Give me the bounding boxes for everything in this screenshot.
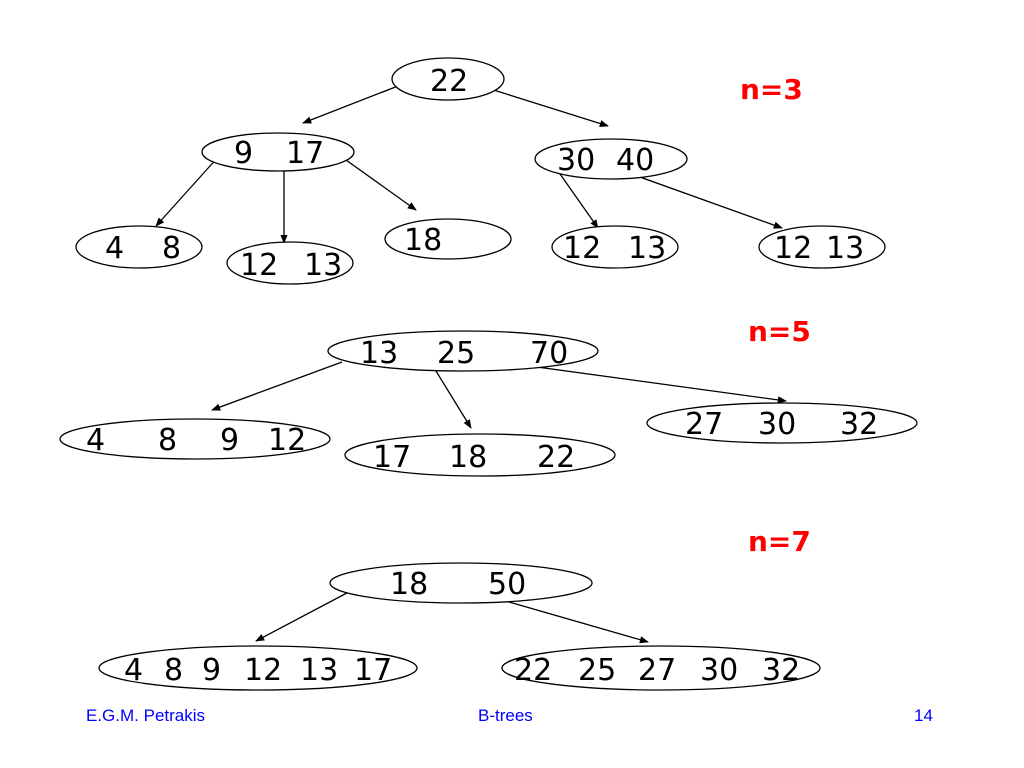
node-key: 4 bbox=[105, 231, 124, 266]
tree-node: 4 8 9 12 13 17 bbox=[98, 645, 418, 691]
node-key: 9 bbox=[234, 136, 253, 171]
tree-node: 4 8 bbox=[75, 225, 203, 269]
node-key: 40 bbox=[616, 143, 654, 178]
tree-node: 17 18 22 bbox=[344, 433, 616, 477]
node-key: 30 bbox=[557, 143, 595, 178]
tree-n5: n=5 13 25 70 4 8 9 12 17 18 22 27 30 32 bbox=[59, 315, 918, 477]
tree-node: 12 13 bbox=[226, 241, 354, 285]
node-key: 18 bbox=[390, 567, 428, 602]
tree-n3: n=3 22 9 17 30 40 4 8 bbox=[75, 57, 886, 285]
tree-n7: n=7 18 50 4 8 9 12 13 17 22 25 27 30 32 bbox=[98, 525, 821, 691]
footer-title: B-trees bbox=[478, 706, 533, 725]
node-key: 12 bbox=[268, 423, 306, 458]
edge-root-to-9-17 bbox=[302, 85, 399, 124]
node-key: 25 bbox=[437, 336, 475, 371]
tree-node: 12 13 bbox=[758, 225, 886, 269]
edge-18-50-to-left-leaf bbox=[255, 584, 363, 642]
tree-node: 13 25 70 bbox=[327, 330, 599, 372]
node-key: 13 bbox=[628, 231, 666, 266]
node-key: 70 bbox=[530, 336, 568, 371]
tree-node: 22 25 27 30 32 bbox=[501, 645, 821, 691]
tree-node: 9 17 bbox=[201, 132, 355, 172]
node-key: 9 bbox=[202, 653, 221, 688]
tree-node: 22 bbox=[391, 57, 505, 101]
edge-30-40-to-left-12-13 bbox=[552, 163, 599, 229]
node-key: 8 bbox=[164, 653, 183, 688]
edge-13-25-70-to-4-8-9-12 bbox=[211, 361, 343, 411]
node-key: 12 bbox=[244, 653, 282, 688]
node-key: 22 bbox=[514, 653, 552, 688]
node-key: 30 bbox=[700, 653, 738, 688]
node-key: 9 bbox=[220, 423, 239, 458]
node-key: 8 bbox=[162, 231, 181, 266]
node-key: 13 bbox=[826, 231, 864, 266]
node-key: 27 bbox=[685, 407, 723, 442]
node-key: 8 bbox=[158, 423, 177, 458]
node-key: 18 bbox=[404, 223, 442, 258]
node-key: 13 bbox=[300, 653, 338, 688]
node-key: 25 bbox=[578, 653, 616, 688]
node-key: 13 bbox=[360, 336, 398, 371]
tree-node: 12 13 bbox=[551, 225, 679, 269]
node-key: 12 bbox=[563, 231, 601, 266]
tree-node: 4 8 9 12 bbox=[59, 418, 331, 460]
edge-root-to-30-40 bbox=[483, 86, 609, 128]
node-key: 30 bbox=[758, 407, 796, 442]
edge-9-17-to-4-8 bbox=[155, 155, 220, 227]
tree-label-n5: n=5 bbox=[748, 315, 811, 348]
tree-node: 18 bbox=[384, 218, 512, 260]
node-key: 22 bbox=[430, 64, 468, 99]
node-key: 32 bbox=[762, 653, 800, 688]
node-key: 18 bbox=[449, 440, 487, 475]
node-key: 50 bbox=[488, 567, 526, 602]
node-key: 4 bbox=[86, 423, 105, 458]
tree-node: 18 50 bbox=[329, 562, 593, 604]
tree-node: 27 30 32 bbox=[646, 402, 918, 444]
node-key: 17 bbox=[373, 440, 411, 475]
edge-9-17-to-18 bbox=[338, 154, 417, 211]
node-key: 22 bbox=[537, 440, 575, 475]
node-key: 17 bbox=[286, 136, 324, 171]
tree-label-n7: n=7 bbox=[748, 525, 811, 558]
node-key: 27 bbox=[638, 653, 676, 688]
node-key: 12 bbox=[240, 248, 278, 283]
node-key: 32 bbox=[840, 407, 878, 442]
node-key: 12 bbox=[774, 231, 812, 266]
node-key: 17 bbox=[354, 653, 392, 688]
node-key: 13 bbox=[304, 248, 342, 283]
tree-node: 30 40 bbox=[534, 138, 688, 180]
footer-page-number: 14 bbox=[914, 706, 933, 725]
tree-label-n3: n=3 bbox=[740, 73, 803, 106]
node-key: 4 bbox=[124, 653, 143, 688]
footer-author: E.G.M. Petrakis bbox=[86, 706, 206, 725]
